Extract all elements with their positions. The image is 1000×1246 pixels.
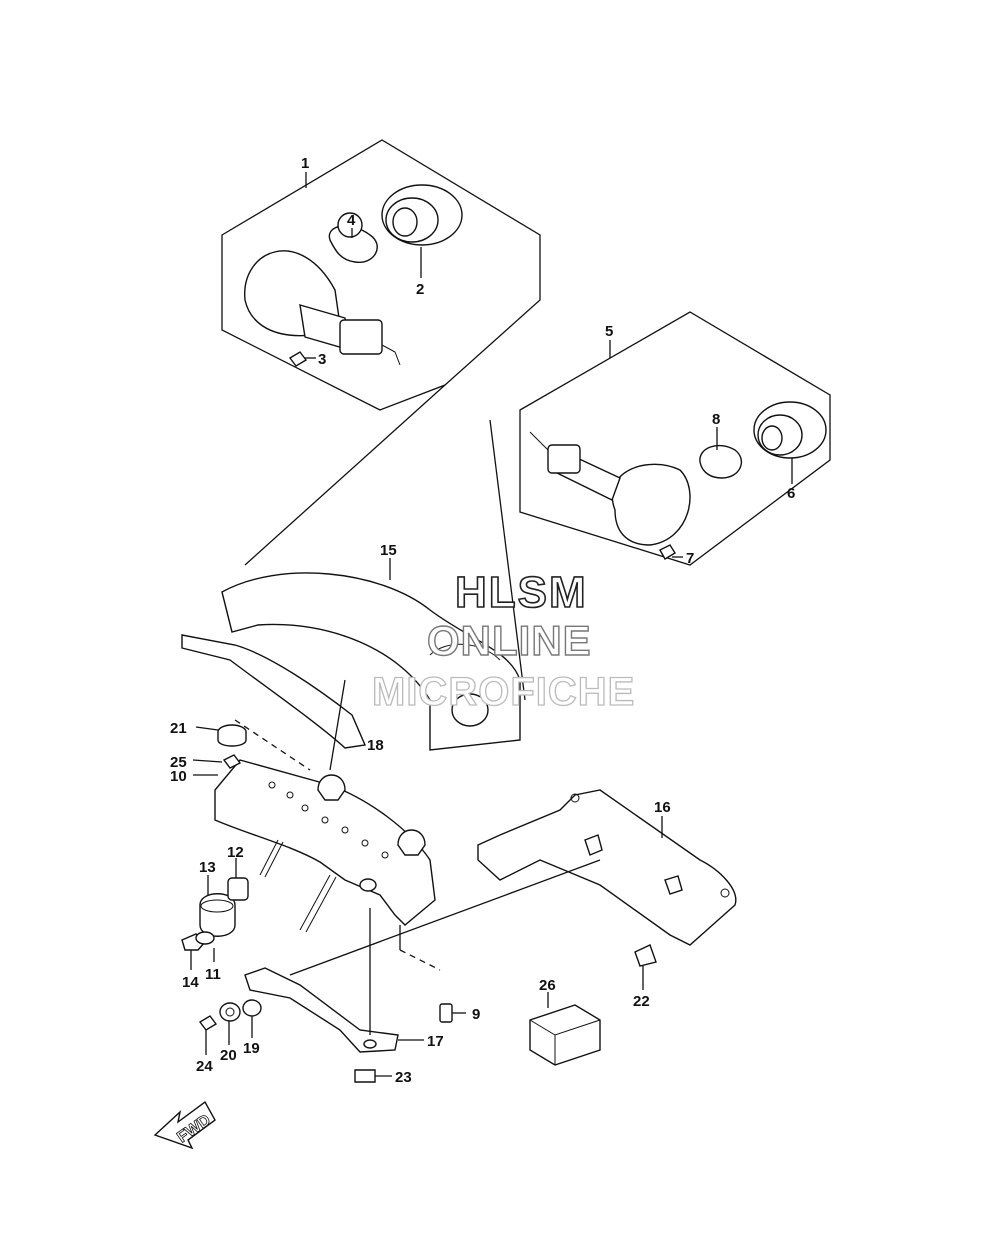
callout-14: 14 bbox=[182, 974, 199, 991]
screw-24 bbox=[198, 1015, 218, 1031]
callout-8: 8 bbox=[712, 411, 720, 428]
washer-11 bbox=[195, 931, 215, 945]
callout-6: 6 bbox=[787, 485, 795, 502]
bolt-9 bbox=[439, 1003, 453, 1023]
clip-22 bbox=[634, 944, 657, 967]
watermark-line-3: MICROFICHE bbox=[372, 670, 635, 714]
rear-fender bbox=[221, 572, 521, 751]
washer-19 bbox=[242, 999, 262, 1017]
callout-labels: 1 2 3 4 5 6 7 8 9 10 11 12 13 14 15 16 1… bbox=[170, 155, 795, 1086]
callout-18: 18 bbox=[367, 737, 384, 754]
cushion-13 bbox=[199, 893, 236, 937]
leader-16-17 bbox=[289, 859, 601, 976]
callout-3: 3 bbox=[318, 351, 326, 368]
relay-bracket bbox=[477, 789, 737, 946]
callout-22: 22 bbox=[633, 993, 650, 1010]
callout-11: 11 bbox=[205, 966, 221, 983]
license-bracket bbox=[214, 759, 436, 933]
bolt-23 bbox=[354, 1069, 376, 1083]
leader-left-assembly bbox=[244, 384, 446, 566]
callout-7: 7 bbox=[686, 550, 694, 567]
callout-4: 4 bbox=[347, 212, 356, 229]
turn-signal-assembly-right bbox=[519, 311, 831, 566]
forward-arrow-icon: FWD bbox=[153, 1100, 216, 1150]
callout-12: 12 bbox=[227, 844, 244, 861]
callout-24: 24 bbox=[196, 1058, 213, 1075]
leader-9 bbox=[399, 949, 441, 971]
callout-21: 21 bbox=[170, 720, 187, 737]
callout-leaders bbox=[190, 172, 793, 1077]
callout-2: 2 bbox=[416, 281, 424, 298]
callout-20: 20 bbox=[220, 1047, 237, 1064]
callout-9: 9 bbox=[472, 1006, 480, 1023]
callout-16: 16 bbox=[654, 799, 671, 816]
callout-15: 15 bbox=[380, 542, 397, 559]
leader-15-10 bbox=[329, 679, 346, 771]
watermark-line-1: HLSM bbox=[455, 568, 588, 617]
fender-strip bbox=[181, 634, 367, 749]
callout-13: 13 bbox=[199, 859, 216, 876]
screw-25 bbox=[222, 754, 242, 769]
relay-26 bbox=[529, 1004, 601, 1066]
callout-26: 26 bbox=[539, 977, 556, 994]
leader-right-assembly bbox=[489, 419, 526, 701]
callout-25: 25 bbox=[170, 754, 187, 771]
turn-signal-assembly-left bbox=[221, 139, 541, 411]
callout-19: 19 bbox=[243, 1040, 260, 1057]
grommet-21 bbox=[217, 724, 247, 747]
watermark-line-2: ONLINE bbox=[427, 617, 592, 664]
spacer-12 bbox=[227, 877, 249, 901]
callout-17: 17 bbox=[427, 1033, 444, 1050]
callout-10: 10 bbox=[170, 768, 187, 785]
callout-23: 23 bbox=[395, 1069, 412, 1086]
leader-21 bbox=[234, 719, 311, 771]
spacer-20 bbox=[219, 1002, 241, 1022]
lower-bracket bbox=[244, 967, 399, 1053]
watermark: HLSM ONLINE MICROFICHE bbox=[371, 567, 635, 714]
callout-5: 5 bbox=[605, 323, 613, 340]
callout-1: 1 bbox=[301, 155, 309, 172]
